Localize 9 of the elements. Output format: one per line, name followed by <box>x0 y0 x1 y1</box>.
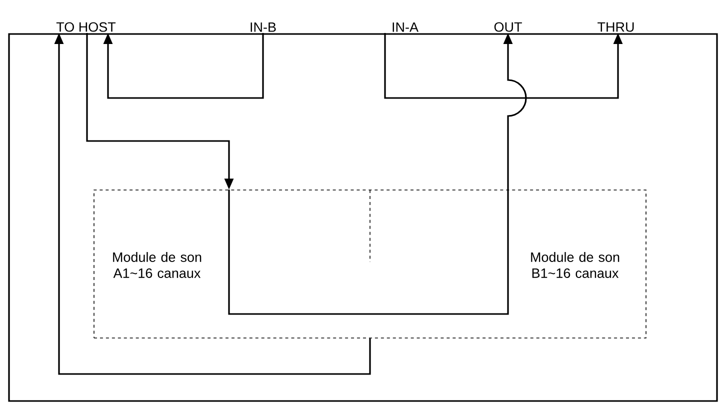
port-label: IN-B <box>250 22 276 32</box>
module-label: Module de son B1~16 canaux <box>531 252 620 278</box>
port-label: OUT <box>494 22 522 32</box>
port-label: THRU <box>598 22 634 32</box>
port-label: IN-A <box>392 22 418 32</box>
module-label: Module de son A1~16 canaux <box>113 252 202 278</box>
arrow <box>103 33 264 99</box>
port-label: TO HOST <box>56 22 116 32</box>
module-group-box <box>94 190 646 338</box>
